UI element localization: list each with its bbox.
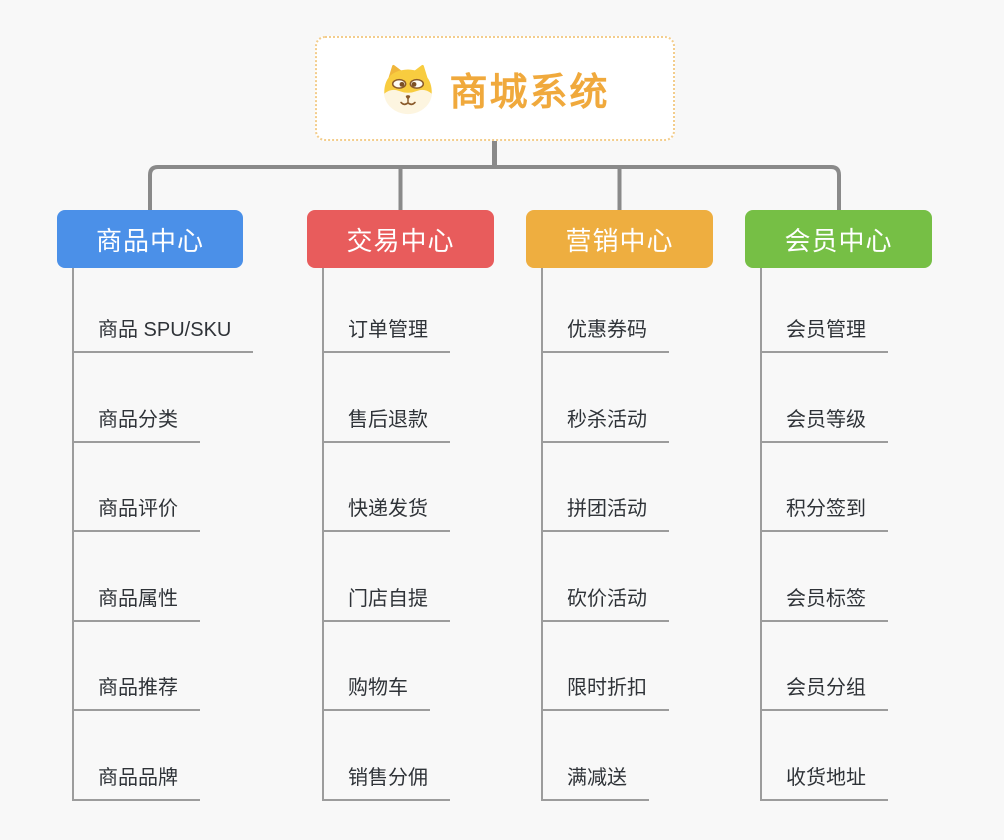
mindmap-node-shopping-cart[interactable]: 购物车 <box>322 622 557 711</box>
mindmap-node-member-management[interactable]: 会员管理 <box>760 268 995 353</box>
branch-box-product-center[interactable]: 商品中心 <box>57 210 243 268</box>
root-node-mall-system[interactable]: 商城系统 <box>315 36 675 141</box>
mindmap-node-member-level[interactable]: 会员等级 <box>760 353 995 443</box>
mindmap-node-express-delivery[interactable]: 快递发货 <box>322 443 557 532</box>
branch-box-member-center[interactable]: 会员中心 <box>745 210 932 268</box>
mindmap-node-product-brand[interactable]: 商品品牌 <box>72 711 307 801</box>
mindmap-node-product-attribute[interactable]: 商品属性 <box>72 532 307 622</box>
branch-box-trade-center[interactable]: 交易中心 <box>307 210 494 268</box>
branch-label: 营销中心 <box>565 225 674 256</box>
mindmap-node-product-spu-sku[interactable]: 商品 SPU/SKU <box>72 268 307 353</box>
branch-children-product-center: 商品 SPU/SKU 商品分类 商品评价 商品属性 商品推荐 商品品牌 <box>72 268 307 801</box>
mindmap-node-shipping-address[interactable]: 收货地址 <box>760 711 995 801</box>
branch-label: 商品中心 <box>95 225 204 256</box>
mindmap-node-limited-time-discount[interactable]: 限时折扣 <box>541 622 776 711</box>
mindmap-node-product-review[interactable]: 商品评价 <box>72 443 307 532</box>
branch-box-marketing-center[interactable]: 营销中心 <box>526 210 713 268</box>
mindmap-node-member-tag[interactable]: 会员标签 <box>760 532 995 622</box>
root-node-title: 商城系统 <box>449 72 610 114</box>
mindmap-node-order-management[interactable]: 订单管理 <box>322 268 557 353</box>
mindmap-node-spend-threshold-gift[interactable]: 满减送 <box>541 711 776 801</box>
branch-children-trade-center: 订单管理 售后退款 快递发货 门店自提 购物车 销售分佣 <box>322 268 557 801</box>
mindmap-node-member-group[interactable]: 会员分组 <box>760 622 995 711</box>
mindmap-node-group-buy[interactable]: 拼团活动 <box>541 443 776 532</box>
branch-label: 会员中心 <box>784 225 893 256</box>
mindmap-node-after-sale-refund[interactable]: 售后退款 <box>322 353 557 443</box>
mindmap-node-product-category[interactable]: 商品分类 <box>72 353 307 443</box>
mindmap-node-bargain-activity[interactable]: 砍价活动 <box>541 532 776 622</box>
branch-label: 交易中心 <box>346 225 455 256</box>
mindmap-node-product-recommend[interactable]: 商品推荐 <box>72 622 307 711</box>
mindmap-node-store-pickup[interactable]: 门店自提 <box>322 532 557 622</box>
connector-lines <box>148 139 841 212</box>
branch-children-member-center: 会员管理 会员等级 积分签到 会员标签 会员分组 收货地址 <box>760 268 995 801</box>
dog-face-icon <box>384 64 433 114</box>
branch-children-marketing-center: 优惠券码 秒杀活动 拼团活动 砍价活动 限时折扣 满减送 <box>541 268 776 801</box>
mindmap-node-coupon-code[interactable]: 优惠券码 <box>541 268 776 353</box>
mindmap-node-flash-sale[interactable]: 秒杀活动 <box>541 353 776 443</box>
mindmap-node-points-checkin[interactable]: 积分签到 <box>760 443 995 532</box>
mindmap-node-sales-commission[interactable]: 销售分佣 <box>322 711 557 801</box>
